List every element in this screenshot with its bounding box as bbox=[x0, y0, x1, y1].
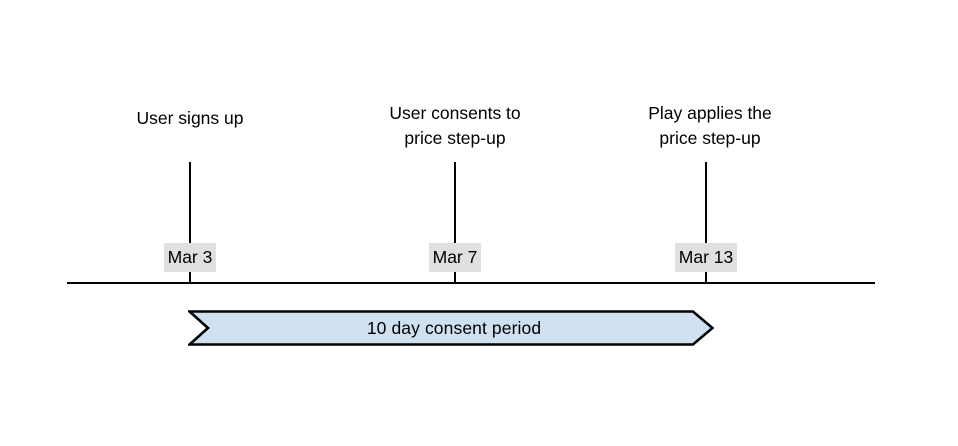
event-caption: User consents to price step-up bbox=[389, 103, 521, 148]
tick-line-icon bbox=[189, 162, 191, 283]
date-chip-label: Mar 13 bbox=[674, 243, 738, 272]
date-chip: Mar 3 bbox=[120, 243, 260, 272]
consent-period-label: 10 day consent period bbox=[366, 317, 542, 338]
tick-line-icon bbox=[705, 162, 707, 283]
double-chevron-arrow-icon bbox=[188, 310, 714, 346]
event-caption: User signs up bbox=[136, 108, 244, 128]
date-chip: Mar 13 bbox=[636, 243, 776, 272]
date-chip-label: Mar 7 bbox=[428, 243, 482, 272]
event-caption: Play applies the price step-up bbox=[648, 103, 772, 148]
tick-line-icon bbox=[454, 162, 456, 283]
timeline-axis bbox=[67, 282, 875, 284]
consent-period-banner: 10 day consent period bbox=[188, 310, 714, 346]
date-chip-label: Mar 3 bbox=[163, 243, 217, 272]
date-chip: Mar 7 bbox=[385, 243, 525, 272]
